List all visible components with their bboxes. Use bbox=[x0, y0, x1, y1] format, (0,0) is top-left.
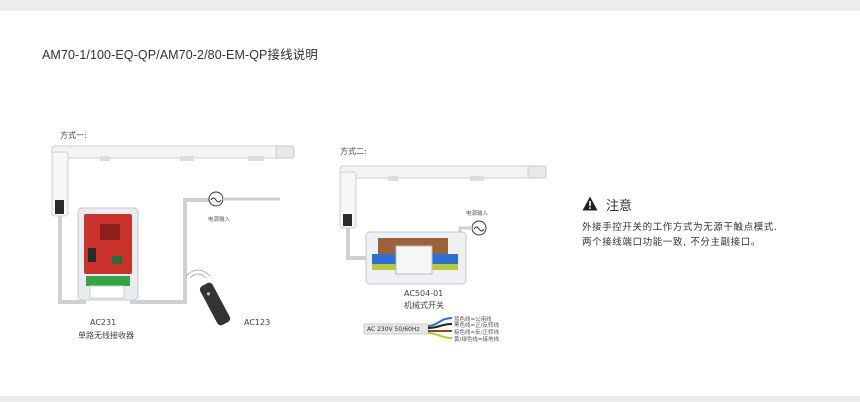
wire-legend-item: 黑色线=正/反转线 bbox=[454, 323, 499, 329]
wire-legend-item: 蓝色线=公用线 bbox=[454, 317, 492, 323]
note-line: 外接手控开关的工作方式为无源干触点模式. bbox=[582, 222, 778, 233]
power-cable bbox=[363, 317, 453, 339]
power-input-icon bbox=[471, 220, 487, 236]
page-title: AM70-1/100-EQ-QP/AM70-2/80-EM-QP接线说明 bbox=[42, 48, 318, 62]
remote-control bbox=[199, 282, 231, 326]
warning-icon bbox=[582, 196, 598, 211]
note-line: 两个接线端口功能一致, 不分主副接口。 bbox=[582, 237, 761, 248]
note-title: 注意 bbox=[606, 199, 633, 214]
wire-legend-item: 棕色线=反/正转线 bbox=[454, 330, 499, 336]
power-input-label-1: 电源输入 bbox=[208, 217, 231, 223]
mechanical-switch bbox=[365, 231, 467, 285]
wire-legend-item: 黄/绿色线=接地线 bbox=[454, 337, 499, 343]
power-input-icon bbox=[208, 191, 224, 207]
remote-model-label: AC123 bbox=[244, 318, 271, 327]
receiver-model-label: AC231 bbox=[90, 318, 117, 327]
motor-2 bbox=[339, 171, 357, 229]
power-input-label-2: 电源输入 bbox=[466, 211, 489, 217]
method-2-label: 方式二: bbox=[340, 147, 367, 156]
curtain-track-2 bbox=[339, 165, 547, 181]
switch-name-label: 机械式开关 bbox=[404, 301, 444, 310]
receiver-name-label: 单路无线接收器 bbox=[78, 331, 134, 340]
receiver-unit bbox=[77, 207, 139, 301]
curtain-track-1 bbox=[51, 145, 295, 161]
motor-1 bbox=[51, 151, 69, 217]
method-1-label: 方式一: bbox=[60, 131, 87, 140]
switch-model-label: AC504-01 bbox=[404, 289, 444, 298]
cable-voltage-label: AC 230V 50/60Hz bbox=[367, 326, 420, 333]
note-body: 外接手控开关的工作方式为无源干触点模式. 两个接线端口功能一致, 不分主副接口。 bbox=[582, 220, 778, 250]
